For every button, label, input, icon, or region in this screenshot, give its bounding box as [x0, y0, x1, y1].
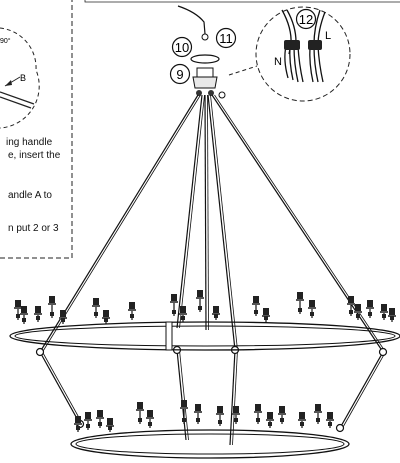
candle-holder — [194, 404, 202, 424]
candle-holder — [252, 296, 260, 316]
candle-holder — [92, 298, 100, 318]
canopy: 11 10 9 — [169, 5, 237, 99]
candle-holder — [388, 308, 396, 322]
candle-holder — [180, 400, 188, 424]
candle-holder — [380, 304, 388, 320]
candle-holder — [96, 410, 104, 428]
callout-9: 9 — [176, 67, 183, 82]
candle-holder — [278, 406, 286, 424]
support-rod — [204, 94, 207, 331]
upper-ring — [9, 321, 400, 351]
lower-ring — [70, 429, 350, 459]
support-rod-edge — [42, 351, 83, 425]
rod-connector — [335, 423, 345, 433]
candle-holder — [136, 402, 144, 424]
candle-holder — [266, 412, 274, 428]
support-rod-edge — [42, 94, 201, 353]
support-rod — [207, 94, 236, 351]
candle-holder — [298, 412, 306, 428]
candle-holder — [254, 404, 262, 424]
candle-holder — [179, 306, 187, 322]
support-rod — [339, 351, 384, 429]
upper-ring-inner — [14, 325, 396, 347]
candle-holder — [212, 306, 220, 320]
candle-holder — [84, 412, 92, 430]
support-rod-edge — [342, 351, 386, 429]
inset-text-line-4: n put 2 or 3 — [8, 223, 59, 234]
support-rod — [176, 349, 187, 441]
candle-holders — [14, 290, 396, 432]
candle-holder — [48, 296, 56, 318]
candle-holder — [14, 300, 22, 320]
support-rod-edge — [232, 349, 238, 446]
arrow-b-label: B — [20, 73, 26, 83]
inset-text-line-2: e, insert the — [8, 150, 61, 161]
candle-holder — [216, 406, 224, 426]
candle-holder — [170, 294, 178, 316]
candle-holder — [314, 404, 322, 424]
lower-ring-inner — [75, 433, 345, 455]
candle-holder — [296, 292, 304, 314]
candle-holder — [59, 310, 67, 324]
support-rod-edge — [210, 94, 238, 351]
rod-connector — [378, 347, 388, 357]
inset-text-line-1: ing handle — [6, 137, 53, 148]
candle-holder — [354, 304, 362, 320]
lower-ring-outer — [70, 429, 350, 459]
callout-12: 12 — [299, 12, 313, 27]
inset-detail-box: B 90° — [0, 0, 73, 259]
candle-holder — [366, 300, 374, 318]
candle-holder — [262, 308, 270, 322]
ring-joint — [165, 321, 173, 351]
upper-ring-outer — [9, 321, 400, 351]
support-rod-edge — [179, 94, 205, 329]
live-label: L — [325, 30, 331, 42]
candle-holder — [20, 306, 28, 324]
candle-holder — [128, 302, 136, 320]
candle-holder — [326, 412, 334, 428]
support-rod — [39, 351, 81, 425]
callout-10: 10 — [175, 40, 189, 55]
support-rod-edge — [207, 94, 209, 331]
candle-holder — [308, 300, 316, 318]
angle-label: 90° — [0, 37, 11, 45]
candle-holder — [74, 416, 82, 432]
support-rod — [211, 94, 384, 353]
support-rods — [35, 94, 388, 446]
wire-detail: 12 N L — [84, 0, 400, 102]
candle-holder — [347, 296, 355, 316]
candle-holder — [34, 306, 42, 322]
support-rod — [176, 94, 203, 329]
rod-connector — [35, 347, 45, 357]
support-rod-edge — [179, 349, 189, 441]
candle-holder — [196, 290, 204, 312]
candle-holder — [106, 418, 114, 432]
callout-11: 11 — [219, 31, 233, 46]
candle-holder — [146, 410, 154, 428]
inset-text-line-3: andle A to — [8, 190, 52, 201]
neutral-label: N — [274, 56, 282, 68]
candle-holder — [102, 310, 110, 324]
support-rod — [39, 94, 199, 353]
support-rod — [229, 349, 236, 446]
candle-holder — [232, 406, 240, 424]
